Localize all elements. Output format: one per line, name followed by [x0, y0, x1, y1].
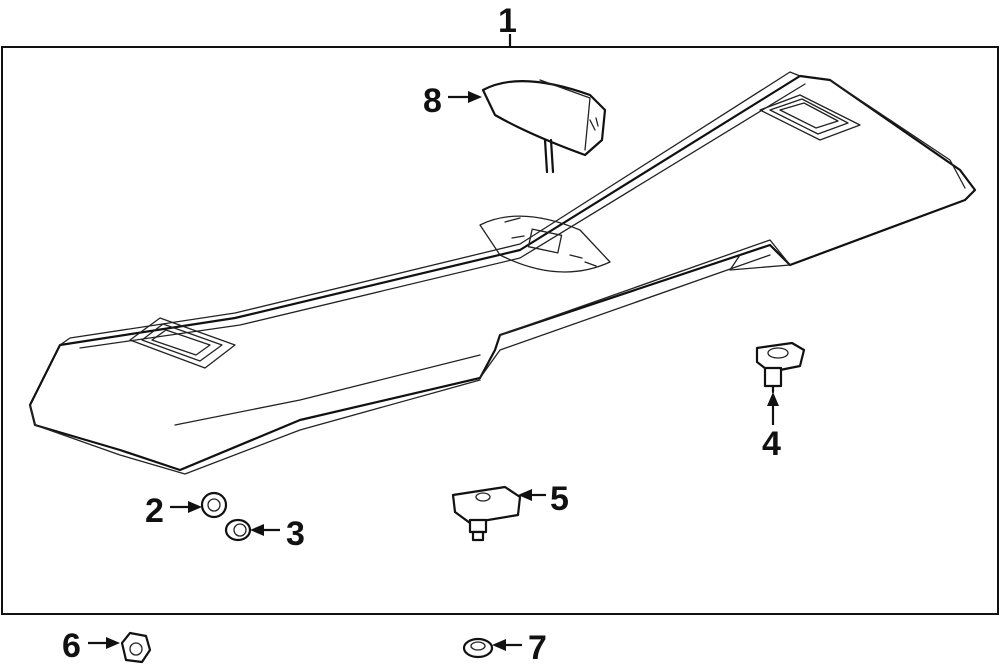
callout-2[interactable]: 2	[145, 492, 202, 530]
spoiler-part[interactable]	[28, 71, 977, 475]
callout-7[interactable]: 7	[492, 629, 547, 666]
callout-4-label: 4	[762, 425, 781, 463]
callout-6[interactable]: 6	[62, 627, 120, 665]
stud-part[interactable]	[755, 341, 806, 394]
washer-part[interactable]	[462, 637, 494, 659]
callout-1-label: 1	[498, 2, 517, 40]
callout-5-label: 5	[550, 480, 569, 518]
callout-6-label: 6	[62, 627, 81, 665]
callout-8[interactable]: 8	[423, 82, 482, 120]
clip-part[interactable]	[451, 485, 522, 542]
callout-7-label: 7	[528, 629, 547, 666]
callout-2-label: 2	[145, 492, 164, 530]
diagram-frame	[1, 46, 999, 615]
grommet-part[interactable]	[200, 491, 228, 519]
callout-5[interactable]: 5	[518, 480, 569, 518]
callout-8-label: 8	[423, 82, 442, 120]
callout-3[interactable]: 3	[250, 515, 305, 553]
callout-3-label: 3	[286, 515, 305, 553]
cap-part[interactable]	[224, 518, 252, 542]
stop-lamp-part[interactable]	[481, 79, 607, 174]
nut-part[interactable]	[120, 631, 152, 664]
callout-4[interactable]: 4	[762, 392, 781, 463]
callout-1[interactable]: 1	[498, 2, 517, 47]
